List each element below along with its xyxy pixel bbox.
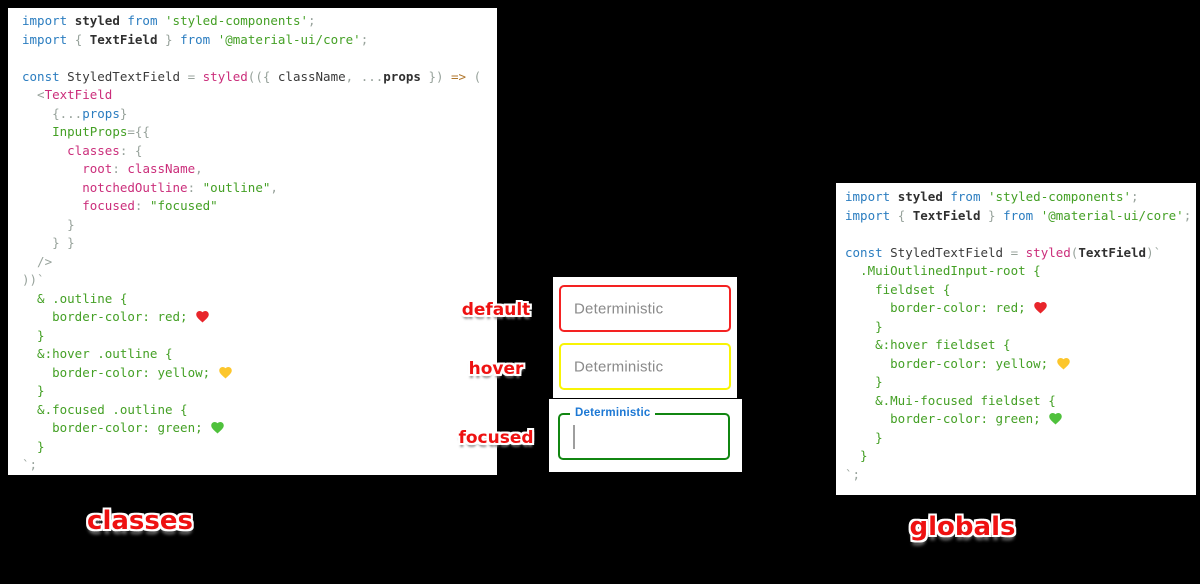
code-line: & .outline { bbox=[22, 290, 128, 306]
state-label-focused: focused bbox=[458, 428, 534, 448]
textfield-default[interactable]: Deterministic bbox=[559, 285, 731, 332]
code-line: } bbox=[22, 216, 75, 232]
code-line bbox=[845, 225, 1196, 244]
code-line: import styled from 'styled-components'; bbox=[845, 189, 1139, 204]
textfield-preview-panel-top: Deterministic Deterministic bbox=[553, 277, 737, 398]
code-line: /> bbox=[22, 253, 53, 269]
code-line: import { TextField } from '@material-ui/… bbox=[22, 31, 369, 47]
code-line: fieldset { bbox=[845, 281, 951, 297]
code-line: .MuiOutlinedInput-root { bbox=[845, 263, 1041, 278]
textfield-focused[interactable]: Deterministic bbox=[558, 407, 730, 460]
code-line: } bbox=[845, 429, 883, 445]
state-label-default: default bbox=[461, 300, 531, 320]
code-line: } bbox=[22, 327, 45, 343]
textfield-hover[interactable]: Deterministic bbox=[559, 343, 731, 390]
green-heart-icon bbox=[1049, 413, 1062, 425]
textfield-preview-panel-bottom: Deterministic bbox=[549, 399, 742, 472]
code-line: border-color: yellow; bbox=[845, 355, 1196, 374]
code-panel-globals: import styled from 'styled-components'; i… bbox=[836, 183, 1196, 495]
code-line bbox=[22, 49, 497, 68]
code-line: } bbox=[22, 438, 45, 454]
code-line: &:hover .outline { bbox=[22, 346, 173, 361]
floating-label: Deterministic bbox=[570, 407, 656, 419]
code-line: border-color: yellow; bbox=[22, 364, 497, 383]
code-line: `; bbox=[22, 457, 38, 472]
code-line: } bbox=[845, 448, 868, 463]
code-line: } bbox=[845, 318, 883, 334]
red-heart-icon bbox=[196, 311, 209, 323]
red-heart-icon bbox=[1034, 302, 1047, 314]
code-line: root: className, bbox=[82, 161, 203, 176]
code-line: notchedOutline: "outline", bbox=[82, 179, 278, 195]
code-line: } bbox=[845, 374, 883, 389]
code-line: <TextField bbox=[22, 87, 113, 102]
code-line: border-color: green; bbox=[845, 410, 1196, 429]
code-line: import { TextField } from '@material-ui/… bbox=[845, 207, 1192, 223]
code-line: &.focused .outline { bbox=[22, 401, 188, 417]
code-line: &.Mui-focused fieldset { bbox=[845, 392, 1056, 408]
code-line: border-color: green; bbox=[22, 419, 497, 438]
state-label-hover: hover bbox=[468, 359, 524, 379]
code-panel-classes: import styled from 'styled-components'; i… bbox=[8, 8, 497, 475]
code-line: classes: { bbox=[67, 142, 143, 158]
code-line: const StyledTextField = styled(TextField… bbox=[845, 244, 1162, 260]
code-line: import styled from 'styled-components'; bbox=[22, 13, 316, 28]
code-line: } bbox=[22, 383, 45, 398]
yellow-heart-icon bbox=[1056, 357, 1070, 369]
code-line: border-color: red; bbox=[22, 308, 497, 327]
placeholder-text: Deterministic bbox=[574, 300, 664, 317]
caption-classes: classes bbox=[87, 506, 193, 536]
code-block-globals: import styled from 'styled-components'; i… bbox=[845, 188, 1196, 484]
code-line: const StyledTextField = styled(({ classN… bbox=[22, 68, 482, 84]
code-line: ))` bbox=[22, 272, 45, 287]
code-line: {...props} bbox=[22, 105, 128, 121]
code-line: focused: "focused" bbox=[82, 198, 218, 213]
green-heart-icon bbox=[211, 422, 224, 434]
text-cursor bbox=[573, 425, 575, 449]
code-line: `; bbox=[845, 466, 861, 482]
placeholder-text: Deterministic bbox=[574, 358, 664, 375]
code-line: } } bbox=[22, 235, 75, 250]
code-line: border-color: red; bbox=[845, 299, 1196, 318]
code-block-classes: import styled from 'styled-components'; i… bbox=[22, 12, 497, 475]
code-line: &:hover fieldset { bbox=[845, 337, 1011, 352]
yellow-heart-icon bbox=[218, 366, 232, 378]
caption-globals: globals bbox=[909, 512, 1016, 542]
code-line: InputProps={{ bbox=[52, 124, 150, 139]
